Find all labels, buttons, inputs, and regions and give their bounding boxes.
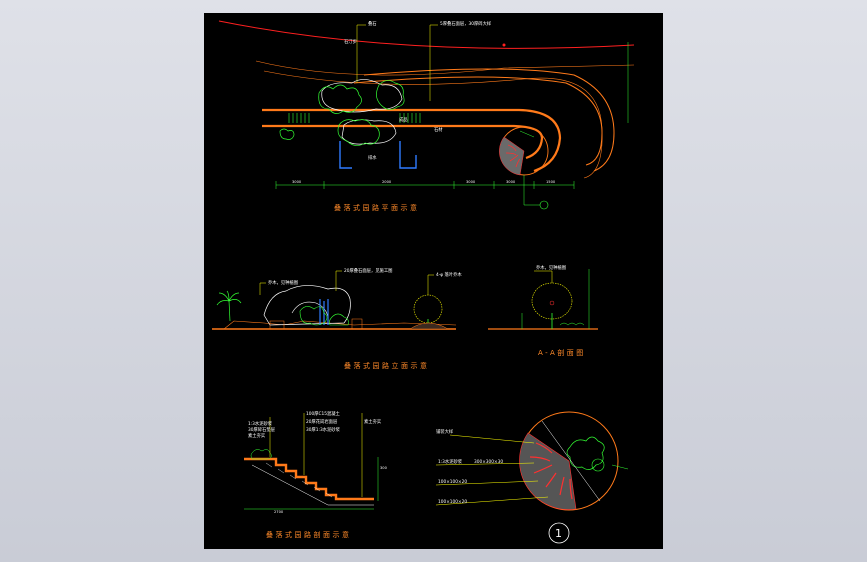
elevation-view: 乔木，见种植图 20厚叠石面层，见施工图 4-φ 落叶乔木 乔木，见种植图 叠落… <box>212 264 598 370</box>
section-caption: 叠落式园路剖面示意 <box>266 530 352 539</box>
ground-cover <box>559 322 585 326</box>
shrub-detail <box>566 436 605 470</box>
section-callout: 100厚C15混凝土 <box>306 410 341 417</box>
callout-leader <box>534 270 553 283</box>
rockery-outline <box>321 79 403 113</box>
plan-view: 叠石 5厚叠石面层，30厚碎大样 石汀步 石材 排水 成品 3000 2000 … <box>218 20 635 212</box>
section-callout: 素土夯实 <box>248 432 266 439</box>
paving-node-pattern <box>505 144 521 168</box>
step-profile <box>244 457 374 501</box>
road-edge <box>353 76 603 166</box>
water-channel <box>339 141 417 169</box>
shrub-elevation <box>299 306 328 326</box>
callout-leader <box>611 464 629 470</box>
retaining-block <box>269 320 285 330</box>
retaining-block <box>351 318 363 330</box>
callout-leader <box>435 496 549 506</box>
plan-dim: 3000 <box>466 180 476 184</box>
callout-leader <box>449 434 535 444</box>
section-dim: 2700 <box>274 510 284 514</box>
section-callout: 1:3水泥砂浆 <box>248 420 273 427</box>
step-section: 2700 300 1:3水泥砂浆 30厚碎石垫层 素土夯实 100厚C15混凝土… <box>244 410 388 539</box>
tree-crown <box>531 282 573 320</box>
detail-note: 100×100×20 <box>438 499 467 505</box>
section-callout: 20厚花岗岩面层 <box>306 418 338 425</box>
detail-note: 300×300×30 <box>474 459 503 465</box>
callout-tree: 4-φ 落叶乔木 <box>436 271 462 278</box>
step-base <box>251 464 374 506</box>
detail-note: 100×100×20 <box>438 479 467 485</box>
detail-marker <box>548 522 570 544</box>
callout-leader <box>335 270 342 291</box>
shrub-section <box>250 449 272 460</box>
callout-leader <box>519 130 535 138</box>
callout-leader <box>435 480 539 486</box>
mound <box>409 322 449 330</box>
plan-dim: 3000 <box>292 180 302 184</box>
shrub-outline <box>337 119 380 146</box>
property-line <box>263 70 603 179</box>
section-callout: 30厚1:3水泥砂浆 <box>306 426 341 433</box>
callout-surface: 5厚叠石面层，30厚碎大样 <box>440 20 492 27</box>
detail-note: 1:3水泥砂浆 <box>438 458 463 465</box>
detail-marker-number: 1 <box>555 527 562 540</box>
plan-label: 石材 <box>434 126 443 133</box>
tree-node <box>549 300 555 306</box>
detail-title: 铺装大样 <box>436 428 454 435</box>
callout-tree: 乔木，见种植图 <box>536 264 566 271</box>
callout-surface: 20厚叠石面层，见施工图 <box>344 267 392 274</box>
section-aa-caption: A-A剖面图 <box>538 348 586 357</box>
callout-leader <box>259 282 266 295</box>
callout-rock: 叠石 <box>368 21 377 27</box>
callout-leader <box>429 24 438 101</box>
paving-node-fill <box>499 136 525 176</box>
plan-label: 石汀步 <box>344 38 358 45</box>
cad-drawing: 叠石 5厚叠石面层，30厚碎大样 石汀步 石材 排水 成品 3000 2000 … <box>212 20 635 544</box>
section-callout: 素土夯实 <box>364 418 382 425</box>
shrub-outline <box>318 84 362 114</box>
shrub-outline <box>376 80 405 110</box>
section-dim: 300 <box>380 466 388 470</box>
elevation-caption: 叠落式园路立面示意 <box>344 361 430 370</box>
step-hatch <box>265 462 333 498</box>
callout-tree: 乔木，见种植图 <box>268 279 298 286</box>
paving-detail: 铺装大样 1:3水泥砂浆 300×300×30 100×100×20 100×1… <box>435 411 629 544</box>
tree-crown <box>413 294 443 324</box>
shrub-outline <box>279 128 295 140</box>
callout-leader <box>435 462 535 466</box>
shrub-elevation <box>329 313 349 326</box>
plan-dim: 1500 <box>546 180 556 184</box>
tree-node <box>591 458 605 472</box>
plan-label: 排水 <box>368 154 377 161</box>
survey-point <box>502 43 506 47</box>
garden-path <box>262 108 562 173</box>
stepping-stones <box>288 113 421 123</box>
detail-paving-sector <box>519 432 577 510</box>
terrain-profile <box>223 320 457 330</box>
detail-divider <box>541 420 601 502</box>
plan-caption: 叠落式园路平面示意 <box>334 203 420 212</box>
callout-leader <box>356 24 366 83</box>
plan-dim: 3000 <box>506 180 516 184</box>
rockery-outline <box>341 119 397 145</box>
detail-pattern <box>529 442 573 500</box>
plan-dimension <box>275 181 575 189</box>
boundary-line <box>218 20 635 49</box>
drawing-sheet: 叠石 5厚叠石面层，30厚碎大样 石汀步 石材 排水 成品 3000 2000 … <box>204 13 663 549</box>
section-callout: 30厚碎石垫层 <box>248 426 276 433</box>
callout-leader <box>427 274 434 295</box>
property-line <box>255 60 635 76</box>
rockery-elevation <box>263 285 351 326</box>
palm-tree <box>216 290 242 322</box>
section-cut-marker <box>539 200 549 210</box>
plan-label: 成品 <box>399 116 408 123</box>
plan-dim: 2000 <box>382 180 392 184</box>
road-edge <box>363 68 615 172</box>
